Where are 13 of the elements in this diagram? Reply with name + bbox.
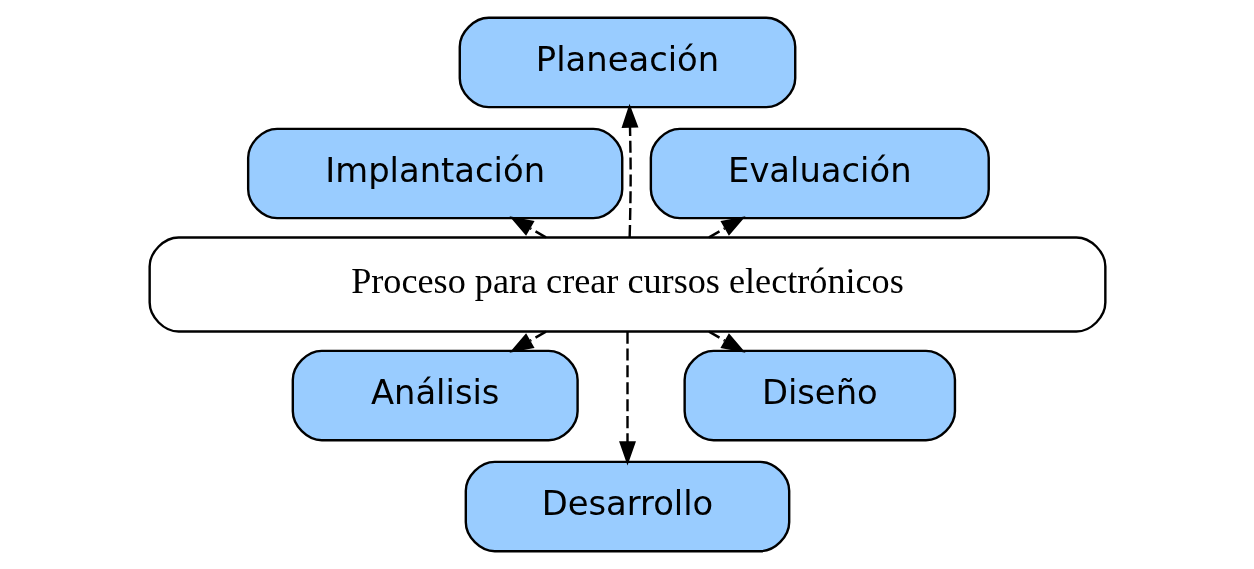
arrow: [707, 216, 746, 239]
node-box: Planeación: [458, 16, 796, 109]
node-box: Diseño: [682, 349, 956, 442]
arrow: [508, 330, 547, 353]
node-box: Análisis: [291, 349, 579, 442]
node-box: Implantación: [246, 127, 623, 220]
node-box: Desarrollo: [464, 460, 790, 553]
node-box: Proceso para crear cursos electrónicos: [147, 236, 1107, 333]
node-box: Evaluación: [649, 127, 990, 220]
arrow: [621, 103, 638, 238]
arrow: [618, 331, 636, 466]
arrow: [508, 216, 547, 239]
arrow: [707, 330, 746, 353]
